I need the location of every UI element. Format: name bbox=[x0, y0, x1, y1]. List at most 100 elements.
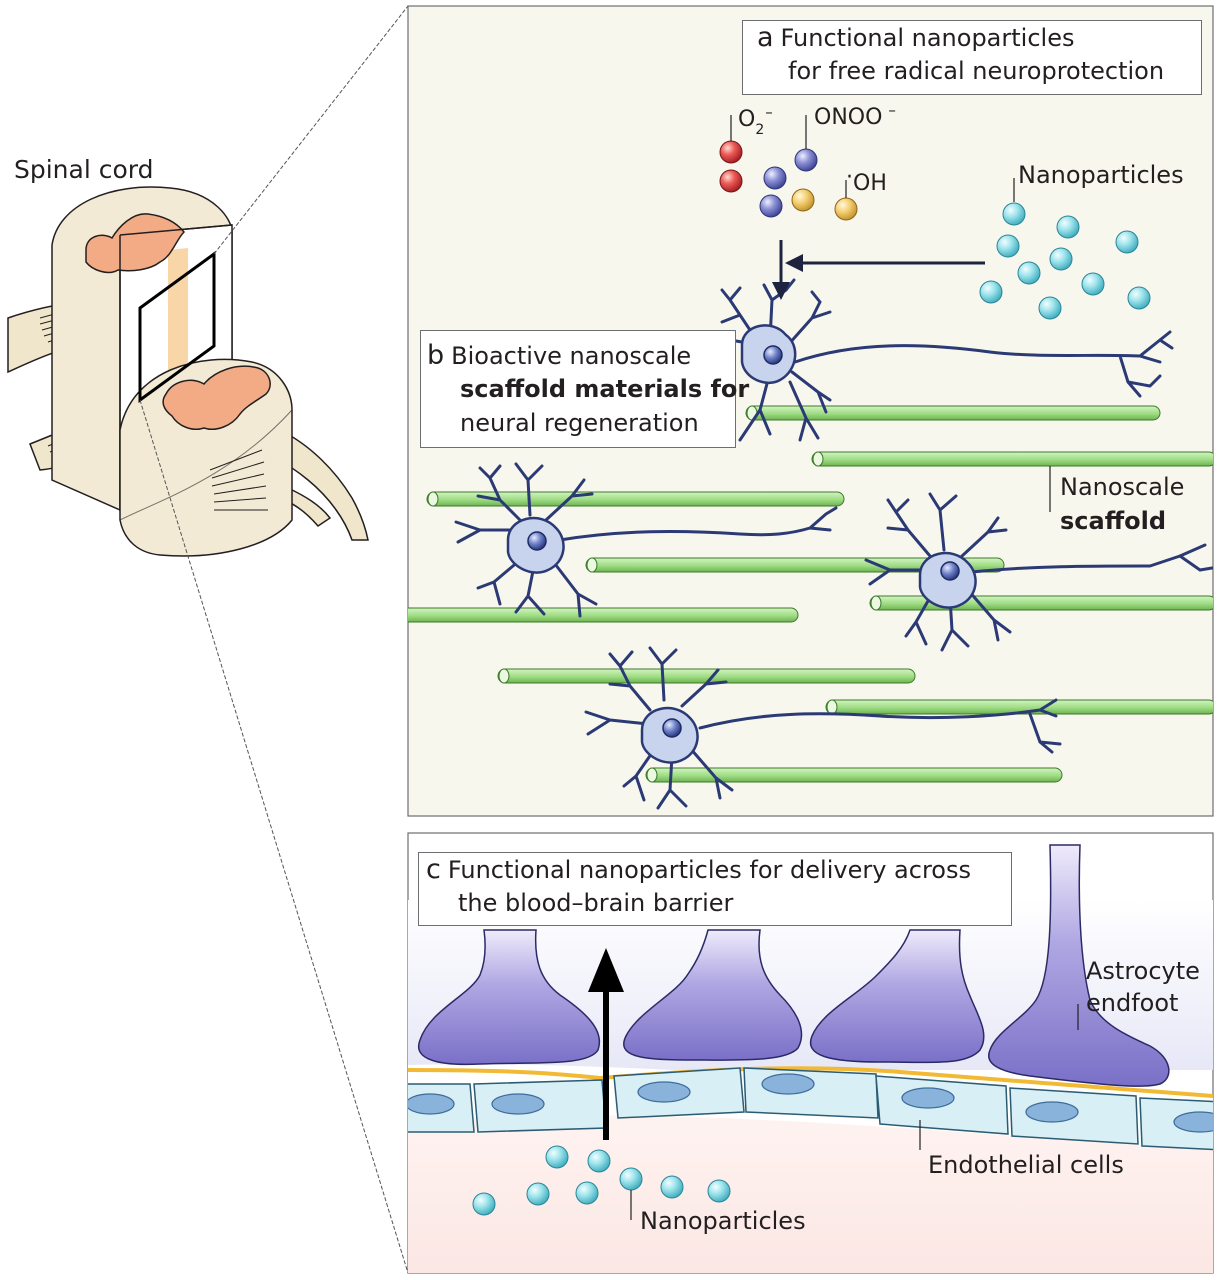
nanoparticle bbox=[1081, 272, 1105, 296]
arrowhead-up bbox=[588, 948, 624, 992]
zoom-line-bottom bbox=[139, 399, 409, 1274]
nanoparticle bbox=[1038, 296, 1062, 320]
nanoparticle bbox=[526, 1182, 550, 1206]
peroxynitrite-radical bbox=[759, 194, 783, 218]
panel-c-title-line2: the blood–brain barrier bbox=[458, 889, 734, 917]
nanoparticle bbox=[619, 1167, 643, 1191]
astrocyte-endfoot bbox=[623, 929, 803, 1061]
endothelial-nucleus bbox=[761, 1073, 815, 1095]
zoom-line-top bbox=[213, 5, 409, 255]
nanoparticle bbox=[545, 1145, 569, 1169]
hydroxyl-label: ·OH bbox=[846, 165, 887, 199]
nanoparticle bbox=[979, 280, 1003, 304]
scaffold-rod bbox=[745, 405, 1161, 421]
panel-b-title-line3: neural regeneration bbox=[460, 409, 699, 437]
panel-a-letter: a bbox=[757, 22, 774, 53]
nanoparticle bbox=[575, 1181, 599, 1205]
nanoparticle bbox=[660, 1175, 684, 1199]
scaffold-label-line2: scaffold bbox=[1060, 506, 1166, 537]
astrocyte-label-line2: endfoot bbox=[1086, 989, 1179, 1017]
nanoparticle bbox=[1017, 261, 1041, 285]
hydroxyl-dot: · bbox=[846, 165, 853, 190]
superoxide-radical bbox=[719, 169, 743, 193]
arrows-panel-a bbox=[772, 240, 985, 300]
superoxide-radical bbox=[719, 140, 743, 164]
peroxynitrite-radical bbox=[794, 148, 818, 172]
peroxynitrite-label: ONOO– bbox=[814, 101, 896, 135]
superoxide-label: O2– bbox=[738, 103, 773, 138]
basement-membrane bbox=[408, 1066, 1213, 1098]
hydroxyl-radical bbox=[834, 197, 858, 221]
panel-a-title-text1: Functional nanoparticles bbox=[780, 24, 1075, 52]
endothelial-nucleus bbox=[408, 1093, 455, 1115]
panel-b-title-box bbox=[420, 330, 736, 448]
neuron bbox=[584, 646, 1062, 810]
astrocyte-endfeet bbox=[417, 844, 1170, 1087]
endothelial-nucleus bbox=[637, 1081, 691, 1103]
peroxynitrite-text: ONOO bbox=[814, 105, 883, 130]
superoxide-sub: 2 bbox=[755, 122, 765, 138]
nanoparticle bbox=[1002, 202, 1026, 226]
scaffold-rod bbox=[811, 451, 1213, 467]
superoxide-base: O bbox=[738, 107, 756, 132]
nanoparticle bbox=[1127, 286, 1151, 310]
nanoparticle bbox=[1049, 247, 1073, 271]
grey-matter-lower bbox=[162, 365, 271, 430]
endothelial-nucleus bbox=[901, 1087, 955, 1109]
superoxide-sup: – bbox=[765, 103, 773, 121]
scaffold-rod bbox=[426, 491, 845, 507]
section-window bbox=[138, 251, 216, 403]
arrowhead-left bbox=[785, 254, 803, 272]
endothelial-cell bbox=[743, 1067, 879, 1119]
neuron bbox=[710, 278, 1174, 442]
nanoparticle bbox=[1115, 230, 1139, 254]
panel-b-title-line2: scaffold materials for bbox=[460, 374, 749, 405]
panel-c-title-text1: Functional nanoparticles for delivery ac… bbox=[447, 856, 971, 884]
arrowhead-down bbox=[772, 282, 790, 300]
nanoparticles-label-c: Nanoparticles bbox=[640, 1207, 806, 1235]
nanoparticle bbox=[707, 1179, 731, 1203]
panel-b-title-text1: Bioactive nanoscale bbox=[451, 342, 692, 370]
scaffold-label-bold: scaffold bbox=[1060, 507, 1167, 535]
nanoparticles-label-a: Nanoparticles bbox=[1018, 161, 1184, 189]
nerve-root-right bbox=[277, 428, 369, 541]
endothelial-nucleus bbox=[1025, 1101, 1079, 1123]
astrocyte-endfoot bbox=[809, 929, 985, 1064]
endothelial-nucleus bbox=[1173, 1111, 1213, 1133]
scaffold-rod bbox=[497, 668, 916, 684]
neuron bbox=[454, 462, 838, 618]
endothelial-label: Endothelial cells bbox=[928, 1151, 1124, 1179]
panel-b-title-bold: scaffold materials for bbox=[460, 375, 750, 403]
scaffold-rod bbox=[645, 767, 1063, 783]
nanoparticle bbox=[587, 1149, 611, 1173]
peroxynitrite-sup: – bbox=[888, 101, 896, 119]
scaffold-label-line1: Nanoscale bbox=[1060, 473, 1185, 501]
panel-c-title-box bbox=[418, 852, 1012, 926]
scaffold-rod bbox=[408, 607, 799, 623]
panel-b-letter: b bbox=[427, 340, 445, 371]
nanoparticle bbox=[1056, 215, 1080, 239]
hydroxyl-radical bbox=[791, 188, 815, 212]
astrocyte-endfoot bbox=[988, 844, 1170, 1087]
spinal-cord-illustration bbox=[7, 186, 369, 557]
neuron bbox=[864, 492, 1213, 652]
nanoparticle-cluster-c bbox=[472, 1145, 731, 1220]
astrocyte-endfoot bbox=[417, 929, 601, 1066]
scaffold-rod bbox=[869, 595, 1213, 611]
grey-matter-upper bbox=[85, 213, 186, 274]
spinal-cord-label: Spinal cord bbox=[14, 155, 154, 184]
root-fibers-lower-right bbox=[209, 449, 268, 511]
nanoparticle bbox=[996, 234, 1020, 258]
panel-a-title-line2: for free radical neuroprotection bbox=[788, 57, 1165, 85]
endothelial-nucleus bbox=[491, 1093, 545, 1115]
peroxynitrite-radical bbox=[763, 166, 787, 190]
nanoparticle-cluster-a bbox=[979, 178, 1151, 320]
panel-c-letter: c bbox=[426, 854, 441, 885]
nanoparticle bbox=[472, 1192, 496, 1216]
free-radicals bbox=[719, 115, 858, 221]
panel-a-title-box bbox=[742, 20, 1202, 95]
